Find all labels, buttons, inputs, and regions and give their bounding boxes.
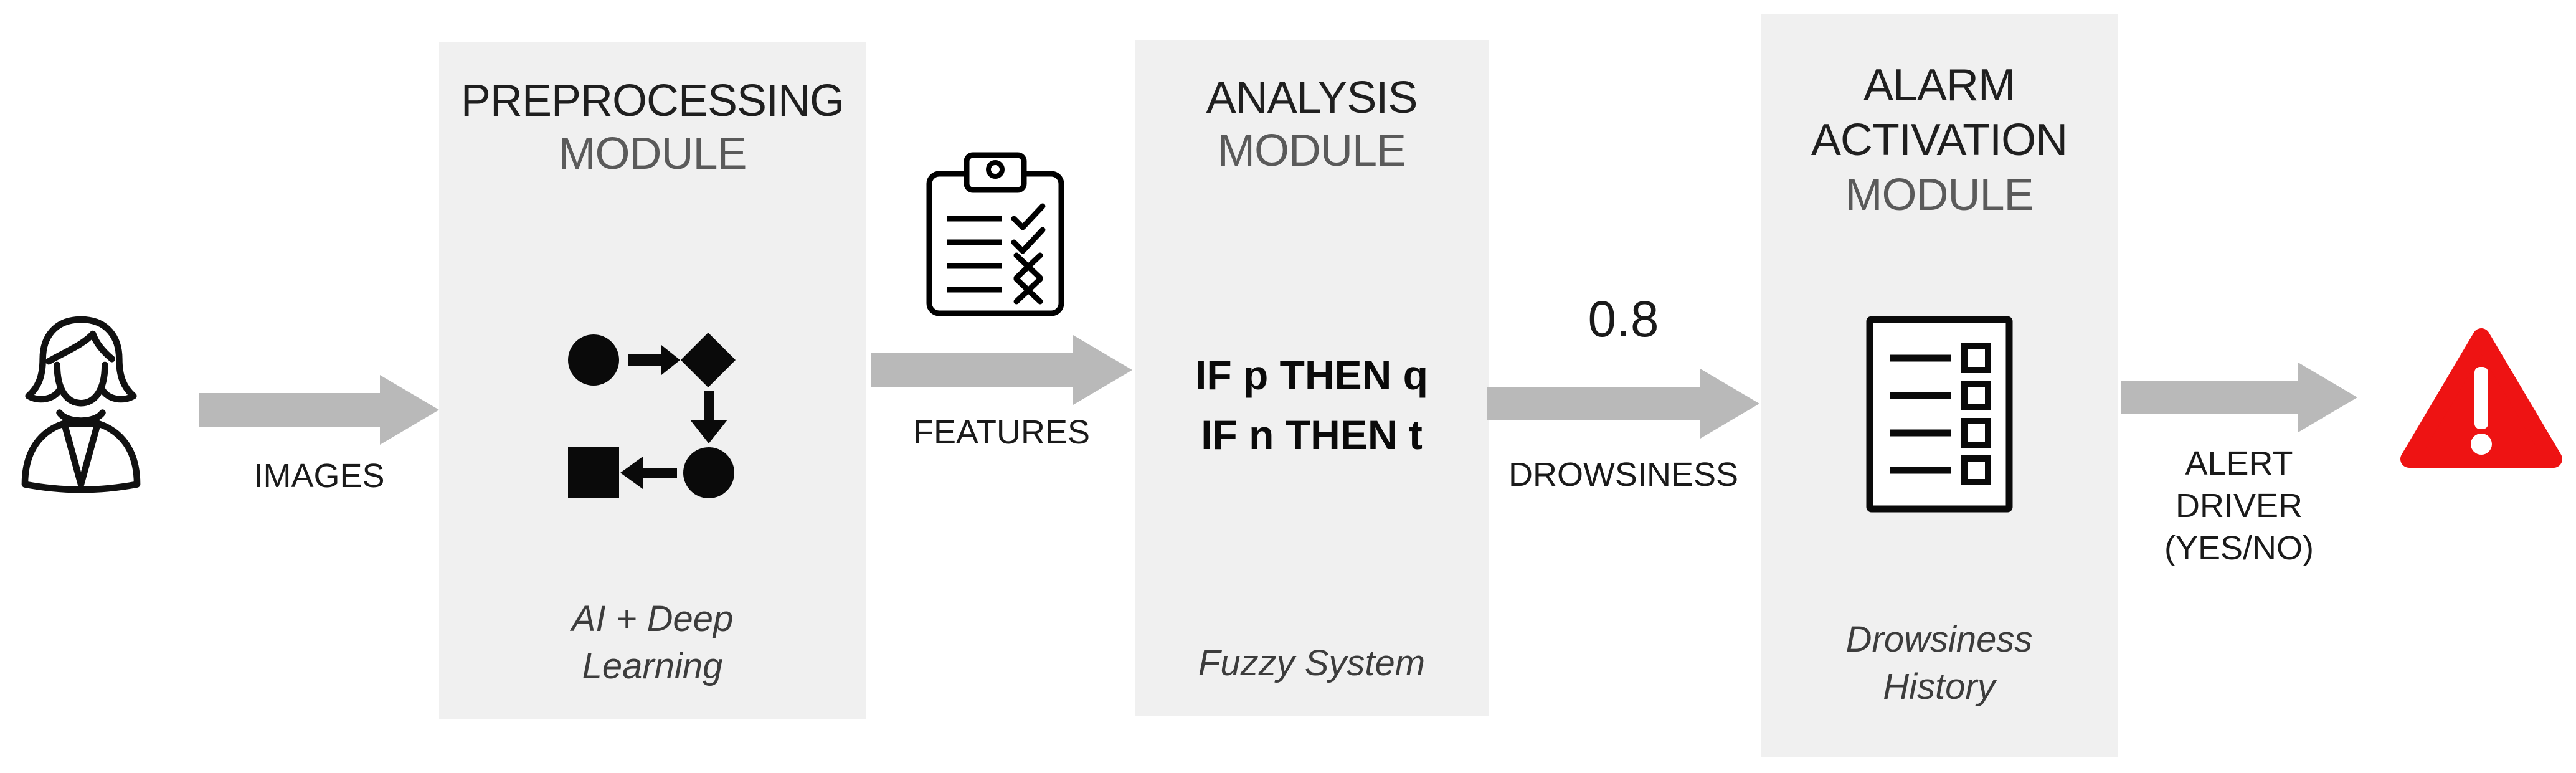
preprocessing-subtitle-line: MODULE [558,128,747,179]
alarm-title-line2: ACTIVATION [1811,115,2068,165]
right-arrow-icon [1487,369,1759,439]
images-arrow-label: IMAGES [253,457,385,495]
preprocessing-caption-line1: AI + Deep [571,599,734,640]
alert-label-line2: DRIVER [2175,487,2303,525]
right-arrow-icon [2121,363,2357,432]
alert-arrow-label: ALERT DRIVER (YES/NO) [2164,442,2314,569]
preprocessing-caption: AI + Deep Learning [572,595,734,690]
alarm-caption-line2: History [1883,666,1996,707]
features-arrow-label: FEATURES [912,414,1091,451]
alert-flow: ALERT DRIVER (YES/NO) [2121,363,2357,569]
drowsiness-value: 0.8 [1588,291,1659,348]
drowsiness-flow: 0.8 DROWSINESS [1487,291,1759,496]
alert-label-line3: (YES/NO) [2164,529,2314,567]
preprocessing-module-box: PREPROCESSING MODULE AI + Deep Learning [439,42,866,719]
alert-label-line1: ALERT [2185,445,2293,482]
fuzzy-rule-line1: IF p THEN q [1195,351,1428,398]
fuzzy-rule-line2: IF n THEN t [1201,411,1423,458]
analysis-title-line: ANALYSIS [1206,73,1418,123]
analysis-caption: Fuzzy System [1198,640,1425,686]
alarm-caption-line1: Drowsiness [1845,619,2033,660]
right-arrow-icon [199,375,439,445]
alarm-caption: Drowsiness History [1846,616,2033,710]
analysis-caption-line: Fuzzy System [1198,642,1426,683]
alarm-subtitle-line: MODULE [1845,169,2034,220]
alarm-module-box: ALARM ACTIVATION MODULE Drowsiness Histo… [1761,14,2118,757]
warning-triangle-icon [2396,320,2567,476]
analysis-subtitle-line: MODULE [1217,125,1406,176]
preprocessing-module-title: PREPROCESSING MODULE [460,75,845,181]
preprocessing-title-line: PREPROCESSING [460,76,845,126]
alarm-title-line1: ALARM [1863,60,2015,110]
fuzzy-rules-text: IF p THEN q IF n THEN t [1195,346,1428,465]
preprocessing-caption-line2: Learning [582,645,723,686]
features-flow: FEATURES [871,335,1132,453]
alarm-module-title: ALARM ACTIVATION MODULE [1811,59,2068,222]
checklist-document-icon [1865,315,2014,514]
driver-person-icon [9,304,153,494]
images-flow: IMAGES [199,375,439,497]
analysis-module-box: ANALYSIS MODULE IF p THEN q IF n THEN t … [1135,40,1489,716]
drowsiness-arrow-label: DROWSINESS [1508,456,1739,494]
flowchart-icon [568,329,737,503]
analysis-module-title: ANALYSIS MODULE [1206,72,1418,178]
clipboard-checklist-icon [921,148,1070,321]
right-arrow-icon [871,335,1132,405]
